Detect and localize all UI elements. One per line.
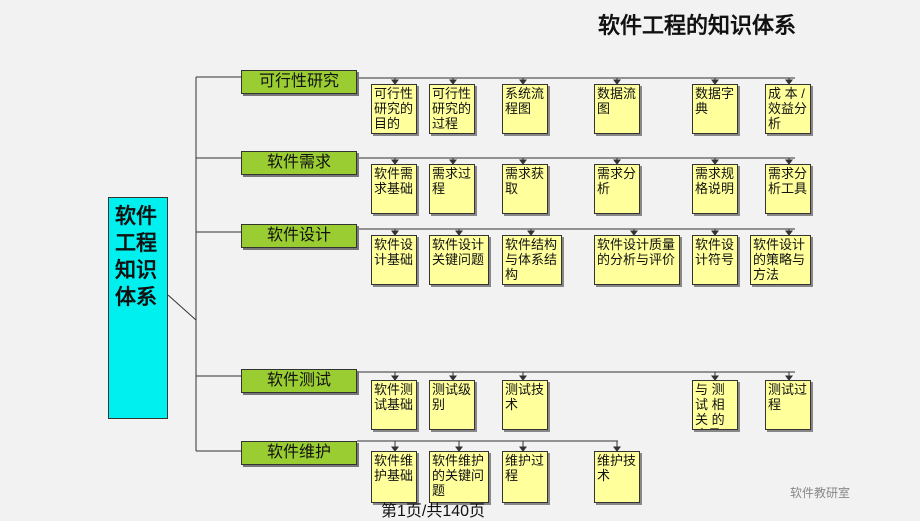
- root-node: 软件工程知识体系: [108, 197, 168, 419]
- topic-box: 与 测 试 相 关 的度量: [692, 380, 738, 430]
- topic-box: 数据流图: [594, 84, 640, 134]
- topic-box: 测试技术: [502, 380, 548, 430]
- category-feasibility: 可行性研究: [241, 70, 357, 94]
- topic-box: 维护过程: [502, 451, 548, 503]
- topic-box: 数据字典: [692, 84, 738, 134]
- topic-box: 可行性研究的过程: [429, 84, 475, 134]
- topic-box: 可行性研究的目的: [371, 84, 417, 134]
- topic-box: 软件维护的关键问题: [429, 451, 489, 503]
- topic-box: 软件设计基础: [371, 235, 417, 285]
- watermark-text: 软件教研室: [790, 486, 851, 500]
- topic-box: 软件设计质量的分析与评价: [594, 235, 680, 285]
- topic-box: 需求规格说明: [692, 164, 738, 214]
- topic-box: 测试级别: [429, 380, 475, 430]
- category-testing: 软件测试: [241, 369, 357, 393]
- topic-box: 软件设计符号: [692, 235, 738, 285]
- topic-box: 需求获取: [502, 164, 548, 214]
- topic-box: 软件维护基础: [371, 451, 417, 503]
- topic-box: 需求过程: [429, 164, 475, 214]
- topic-box: 软件测试基础: [371, 380, 417, 430]
- category-maintenance: 软件维护: [241, 441, 357, 465]
- topic-box: 测试过程: [765, 380, 811, 430]
- topic-box: 需求分析: [594, 164, 640, 214]
- topic-box: 系统流程图: [502, 84, 548, 134]
- category-requirements: 软件需求: [241, 151, 357, 175]
- topic-box: 成 本 / 效益分析: [765, 84, 811, 134]
- diagram-title: 软件工程的知识体系: [598, 13, 797, 38]
- root-connector: [167, 294, 197, 321]
- topic-box: 软件需求基础: [371, 164, 417, 214]
- topic-box: 软件设计的策略与方法: [750, 235, 811, 285]
- topic-box: 软件结构与体系结构: [502, 235, 562, 285]
- topic-box: 软件设计关键问题: [429, 235, 489, 285]
- category-design: 软件设计: [241, 224, 357, 248]
- topic-box: 需求分析工具: [765, 164, 811, 214]
- page-counter: 第1页/共140页: [381, 503, 486, 520]
- topic-box: 维护技术: [594, 451, 640, 503]
